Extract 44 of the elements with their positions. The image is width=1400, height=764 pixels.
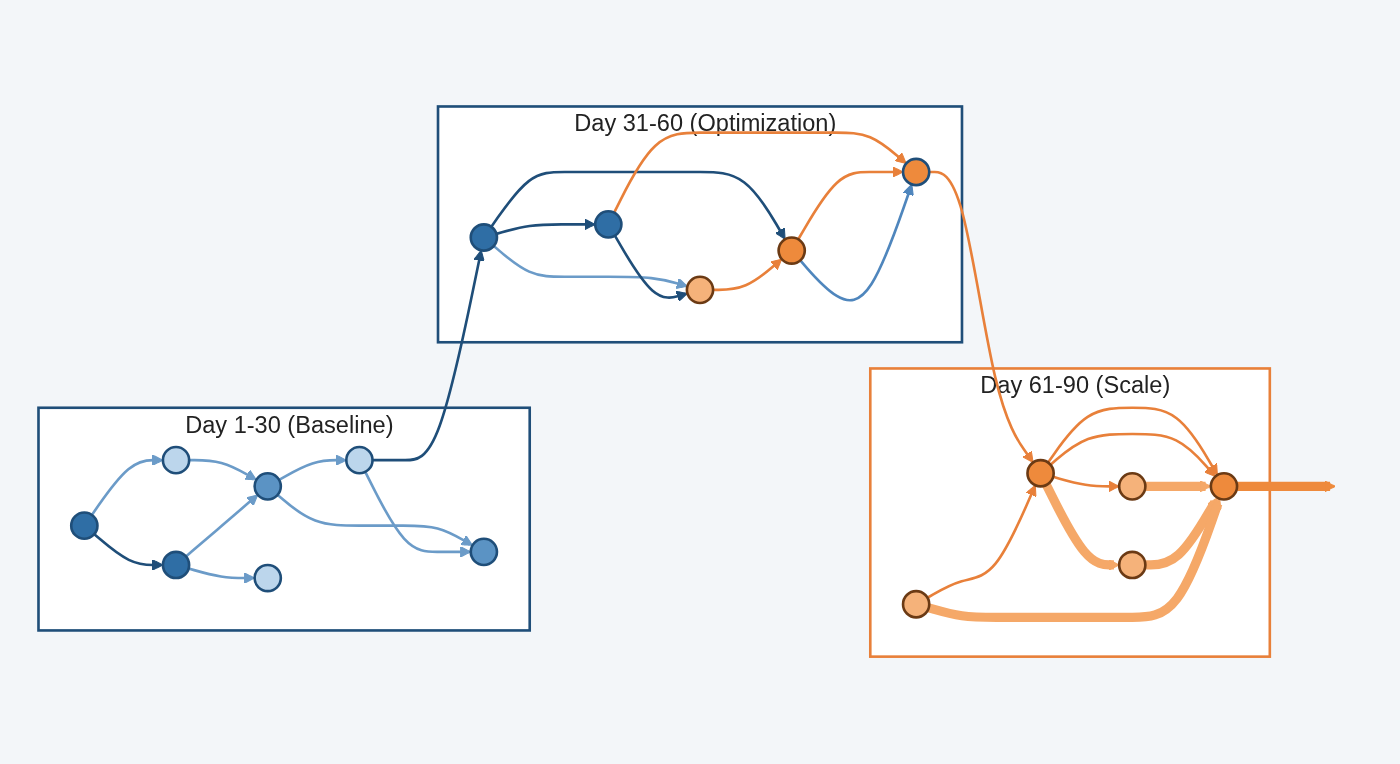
arrow — [613, 131, 907, 214]
arrow — [1145, 481, 1212, 493]
arrow — [1047, 406, 1218, 476]
arrow — [490, 171, 786, 241]
arrow — [496, 219, 596, 236]
arrow — [90, 454, 164, 517]
node-circle — [901, 590, 931, 620]
arrow — [93, 533, 164, 572]
arrow — [613, 235, 688, 303]
arrow — [1049, 433, 1216, 478]
node-circle — [1026, 459, 1055, 489]
arrow — [276, 494, 473, 547]
node-circle — [685, 275, 715, 305]
node-circle — [901, 158, 931, 187]
arrow — [797, 166, 904, 241]
node-circle — [469, 537, 499, 567]
node-circle — [161, 551, 191, 580]
arrow — [1237, 481, 1336, 493]
node-circle — [469, 223, 499, 253]
cluster: Day 31-60 (Optimization) — [436, 105, 964, 344]
node-circle — [777, 236, 807, 266]
arrow — [278, 454, 347, 482]
arrow — [929, 171, 1034, 464]
node-circle — [69, 511, 99, 541]
arrow — [364, 471, 472, 559]
arrow — [926, 485, 1037, 600]
node-circle — [161, 446, 191, 475]
node-circle — [345, 446, 374, 475]
arrow — [372, 250, 485, 462]
node-circle — [1117, 551, 1147, 580]
node-circle — [1117, 472, 1147, 502]
arrow — [713, 259, 783, 292]
arrow — [492, 245, 688, 290]
arrow — [1042, 483, 1120, 572]
node-circle — [593, 210, 623, 240]
arrow — [189, 459, 257, 481]
arrow — [185, 494, 259, 558]
node-circle — [253, 564, 283, 593]
arrow — [1145, 497, 1219, 570]
node-circle — [1209, 472, 1239, 502]
cluster: Day 1-30 (Baseline) — [37, 406, 531, 633]
arrow — [927, 498, 1223, 623]
node-circle — [253, 472, 283, 502]
arrow — [799, 184, 914, 302]
